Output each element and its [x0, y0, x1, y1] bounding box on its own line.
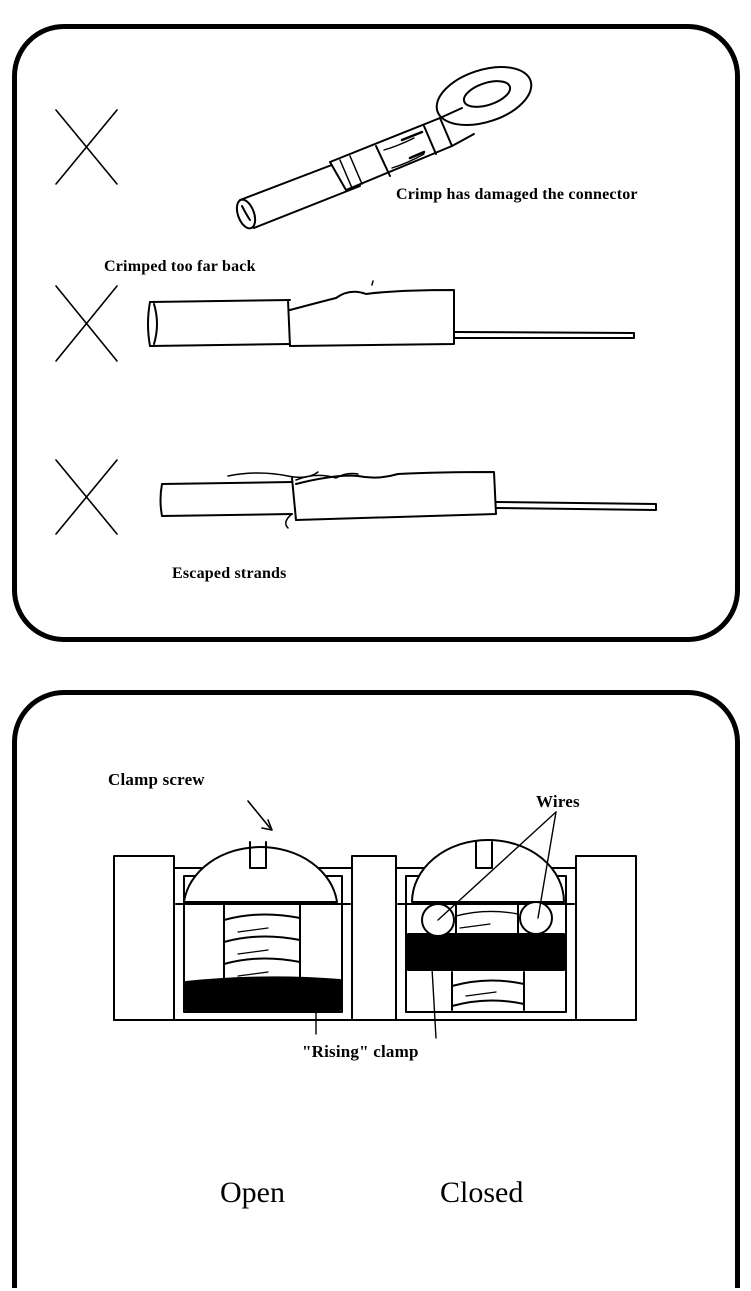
label-crimp-damaged-connector: Crimp has damaged the connector — [396, 186, 638, 203]
escaped-strands-drawing — [159, 471, 657, 529]
label-escaped-strands: Escaped strands — [172, 565, 287, 582]
label-open: Open — [220, 1176, 285, 1209]
crimp-too-far-back-drawing — [147, 280, 635, 347]
label-rising-clamp: "Rising" clamp — [302, 1042, 419, 1061]
label-closed: Closed — [440, 1176, 524, 1209]
ring-terminal-drawing — [235, 66, 533, 230]
label-crimped-too-far-back: Crimped too far back — [104, 258, 256, 275]
terminal-block-drawing — [113, 800, 637, 1039]
label-wires: Wires — [536, 792, 580, 811]
reject-x-icon-2 — [55, 285, 118, 362]
reject-x-icon-1 — [55, 109, 118, 185]
reject-x-icon-3 — [55, 459, 118, 535]
label-clamp-screw: Clamp screw — [108, 770, 205, 789]
bottom-panel — [12, 690, 740, 1288]
